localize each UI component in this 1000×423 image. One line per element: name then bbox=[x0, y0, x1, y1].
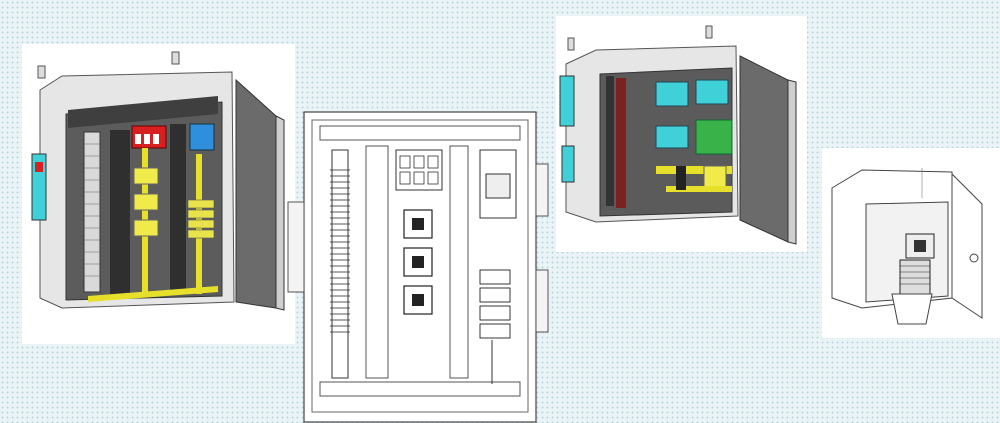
latch bbox=[535, 269, 549, 333]
vertical-duct bbox=[170, 124, 186, 294]
enclosure-2-drawing bbox=[287, 111, 549, 423]
relay-core bbox=[412, 294, 424, 306]
mounting-tab bbox=[37, 65, 46, 79]
vertical-duct bbox=[449, 145, 469, 379]
open-door bbox=[235, 78, 277, 309]
door-edge bbox=[787, 79, 797, 245]
bottom-yellow-rail bbox=[88, 286, 218, 302]
enclosure-figure-2 bbox=[284, 110, 556, 423]
module-face bbox=[485, 173, 511, 199]
cyan-terminals bbox=[695, 79, 729, 105]
connector bbox=[676, 166, 686, 190]
vertical-duct bbox=[606, 76, 614, 206]
mounting-tab bbox=[171, 51, 180, 65]
yellow-module bbox=[133, 167, 159, 185]
relay-core bbox=[412, 218, 424, 230]
blue-terminal-block bbox=[189, 123, 215, 151]
relay bbox=[403, 285, 433, 315]
terminal-column bbox=[616, 78, 626, 208]
cable-duct bbox=[68, 96, 218, 128]
yellow-module bbox=[133, 193, 159, 211]
open-door bbox=[739, 55, 789, 243]
warning-label bbox=[35, 162, 43, 172]
mounting-tab bbox=[705, 25, 713, 39]
hinge bbox=[287, 201, 305, 293]
bottom-yellow-rail bbox=[666, 186, 732, 192]
yellow-din-rail bbox=[656, 166, 732, 174]
side-label-plate bbox=[561, 145, 575, 183]
top-duct bbox=[319, 125, 521, 141]
green-modules bbox=[695, 119, 733, 155]
mounting-tab bbox=[567, 37, 575, 51]
enclosure-4-drawing bbox=[831, 168, 983, 325]
bottom-duct bbox=[319, 381, 521, 397]
enclosure-3-drawing bbox=[559, 25, 797, 245]
door-edge bbox=[275, 115, 285, 311]
relay-core bbox=[412, 256, 424, 268]
side-label-plate bbox=[559, 75, 575, 127]
terminal-strip bbox=[331, 149, 349, 379]
vertical-duct bbox=[365, 145, 389, 379]
cyan-terminals bbox=[655, 81, 689, 107]
vertical-duct bbox=[110, 130, 130, 296]
enclosure-1-drawing bbox=[31, 51, 285, 311]
door-latch bbox=[969, 253, 979, 263]
terminal-stack bbox=[899, 259, 931, 295]
relay bbox=[403, 247, 433, 277]
yellow-module bbox=[133, 219, 159, 237]
open-door bbox=[951, 172, 983, 319]
enclosure-figure-1 bbox=[22, 44, 295, 344]
latch bbox=[535, 163, 549, 217]
enclosure-figure-3 bbox=[556, 16, 807, 252]
enclosure-figure-4 bbox=[822, 148, 1000, 338]
relay-core bbox=[914, 240, 926, 252]
cyan-terminals bbox=[655, 125, 689, 149]
bracket bbox=[891, 293, 933, 325]
